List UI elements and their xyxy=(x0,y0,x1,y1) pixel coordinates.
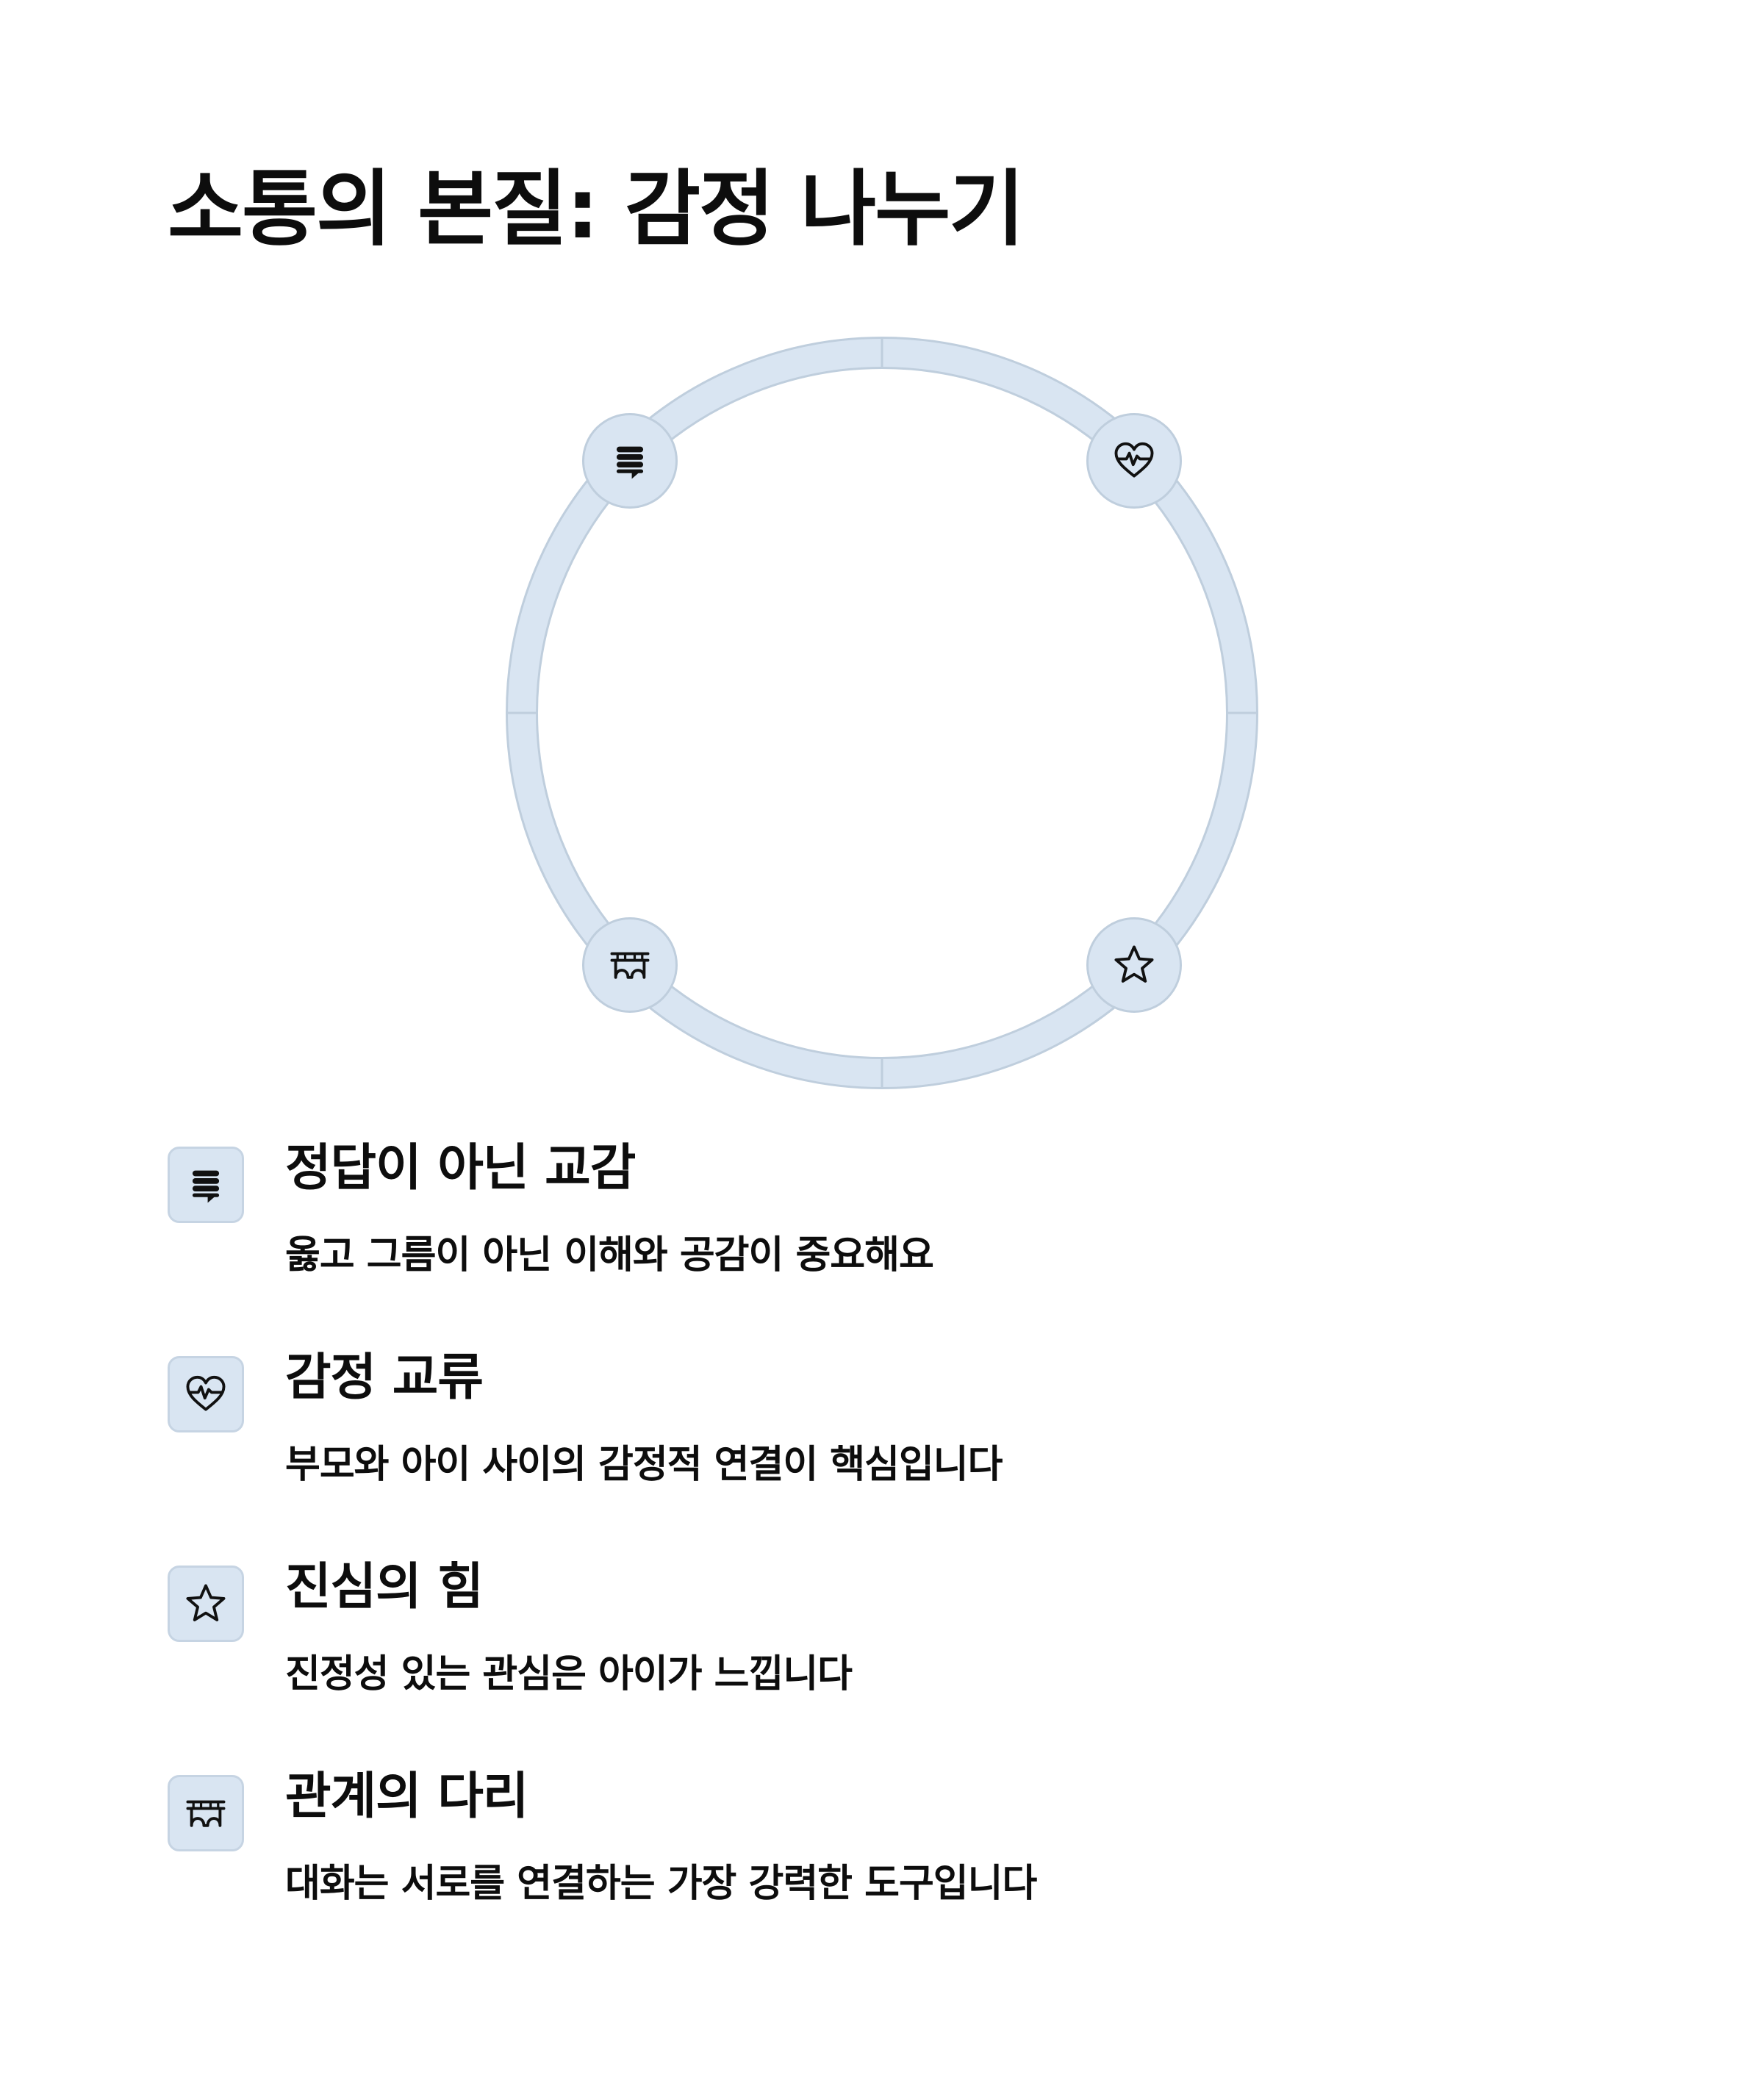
list-item: 감정 교류 부모와 아이 사이의 감정적 연결이 핵심입니다 xyxy=(168,1341,1564,1551)
list-item: 정답이 아닌 교감 옳고 그름이 아닌 이해와 공감이 중요해요 xyxy=(168,1132,1564,1341)
cycle-ring xyxy=(506,337,1258,1089)
item-title: 감정 교류 xyxy=(285,1349,484,1407)
page-title: 소통의 본질: 감정 나누기 xyxy=(168,162,1025,257)
cycle-node-heart xyxy=(1086,413,1182,509)
cycle-diagram xyxy=(500,331,1264,1095)
item-title: 관계의 다리 xyxy=(285,1768,528,1826)
list-item: 관계의 다리 대화는 서로를 연결하는 가장 강력한 도구입니다 xyxy=(168,1760,1564,1970)
item-icon-box xyxy=(168,1566,244,1642)
list-item: 진심의 힘 진정성 있는 관심은 아이가 느낍니다 xyxy=(168,1551,1564,1760)
bridge-icon xyxy=(186,1800,226,1827)
item-icon-box xyxy=(168,1775,244,1851)
item-icon-box xyxy=(168,1147,244,1223)
bridge-icon xyxy=(610,952,650,979)
heart-pulse-icon xyxy=(186,1375,226,1411)
cycle-node-bridge xyxy=(582,917,678,1013)
item-description: 부모와 아이 사이의 감정적 연결이 핵심입니다 xyxy=(285,1443,1003,1487)
cycle-node-message xyxy=(582,413,678,509)
heart-pulse-icon xyxy=(1114,442,1154,478)
item-icon-box xyxy=(168,1356,244,1432)
star-icon xyxy=(186,1584,226,1621)
message-icon xyxy=(616,446,644,479)
item-list: 정답이 아닌 교감 옳고 그름이 아닌 이해와 공감이 중요해요 감정 교류 부… xyxy=(168,1132,1564,1970)
item-description: 진정성 있는 관심은 아이가 느낍니다 xyxy=(285,1652,853,1696)
star-icon xyxy=(1114,945,1154,983)
item-description: 대화는 서로를 연결하는 가장 강력한 도구입니다 xyxy=(285,1862,1037,1906)
message-icon xyxy=(192,1170,220,1203)
item-title: 정답이 아닌 교감 xyxy=(285,1139,636,1197)
cycle-node-star xyxy=(1086,917,1182,1013)
item-title: 진심의 힘 xyxy=(285,1558,484,1616)
item-description: 옳고 그름이 아닌 이해와 공감이 중요해요 xyxy=(285,1233,934,1277)
